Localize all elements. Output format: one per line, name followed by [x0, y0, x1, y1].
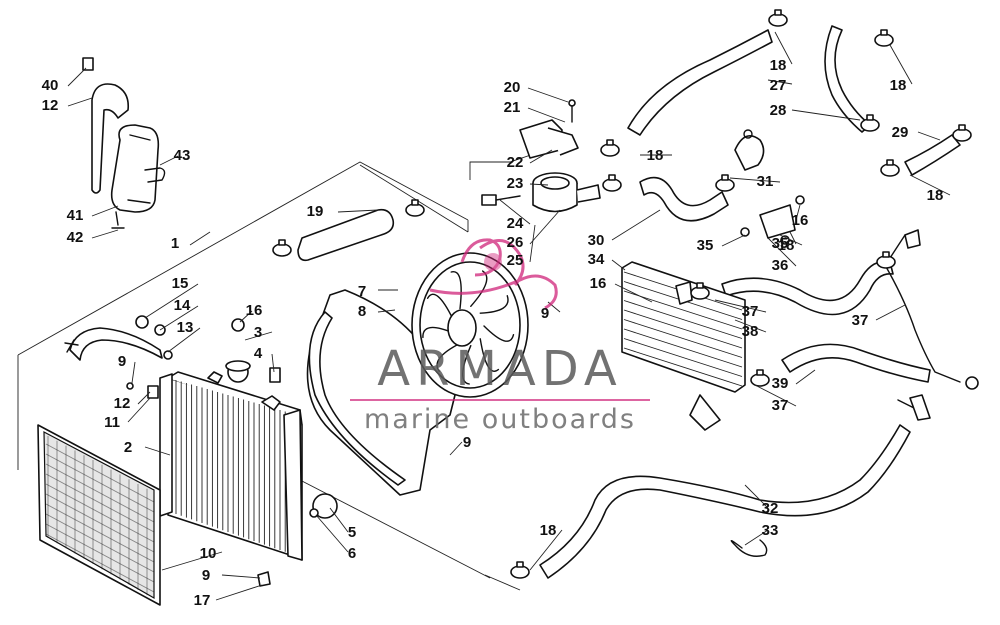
callout-1: 1	[171, 235, 179, 252]
callout-9: 9	[118, 353, 126, 370]
callout-33: 33	[762, 522, 779, 539]
callout-10: 10	[200, 545, 217, 562]
callout-24: 24	[507, 215, 524, 232]
fittings-right	[730, 129, 931, 557]
callout-6: 6	[348, 545, 356, 562]
arrow-left	[64, 339, 79, 353]
coolant-reservoir	[82, 57, 166, 229]
radiator-screen	[37, 424, 161, 606]
hose-left	[69, 327, 163, 361]
hoses	[297, 25, 979, 579]
callout-39: 39	[772, 375, 789, 392]
callout-38: 38	[742, 323, 759, 340]
callout-19: 19	[307, 203, 324, 220]
callout-26: 26	[507, 234, 524, 251]
callout-12: 12	[42, 97, 59, 114]
callout-9: 9	[463, 434, 471, 451]
callout-labels: 1234567899991011121213141516161617181818…	[42, 57, 944, 609]
callout-23: 23	[507, 175, 524, 192]
callout-18: 18	[770, 57, 787, 74]
watermark: ARMADA marine outboards	[350, 238, 650, 435]
callout-31: 31	[757, 173, 774, 190]
callout-42: 42	[67, 229, 84, 246]
armada-logo-mark	[429, 238, 558, 310]
assembly-outline	[17, 144, 561, 591]
callout-11: 11	[104, 414, 120, 431]
callout-8: 8	[358, 303, 366, 320]
oil-cooler	[621, 261, 746, 431]
callout-3: 3	[254, 324, 262, 341]
callout-12: 12	[114, 395, 131, 412]
callout-5: 5	[348, 524, 356, 541]
thermostat-housing	[481, 99, 601, 213]
callout-37: 37	[742, 303, 759, 320]
hose-clamps	[272, 9, 972, 579]
callout-18: 18	[890, 77, 907, 94]
radiator	[159, 360, 303, 561]
callout-35: 35	[697, 237, 714, 254]
callout-15: 15	[172, 275, 189, 292]
callout-9: 9	[541, 305, 549, 322]
callout-4: 4	[254, 345, 263, 362]
callout-16: 16	[590, 275, 607, 292]
callout-21: 21	[504, 99, 521, 116]
leader-lines	[67, 31, 951, 601]
callout-9: 9	[202, 567, 210, 584]
callout-18: 18	[778, 237, 795, 254]
callout-7: 7	[358, 283, 366, 300]
callout-34: 34	[588, 251, 605, 268]
callout-27: 27	[770, 77, 787, 94]
callout-17: 17	[194, 592, 211, 609]
callout-2: 2	[124, 439, 132, 456]
callout-18: 18	[647, 147, 664, 164]
callout-40: 40	[42, 77, 59, 94]
callout-28: 28	[770, 102, 787, 119]
callout-18: 18	[540, 522, 557, 539]
callout-14: 14	[174, 297, 191, 314]
callout-18: 18	[927, 187, 944, 204]
callout-37: 37	[772, 397, 789, 414]
callout-29: 29	[892, 124, 909, 141]
callout-25: 25	[507, 252, 524, 269]
callout-36: 36	[772, 257, 789, 274]
callout-32: 32	[762, 500, 779, 517]
callout-22: 22	[507, 154, 524, 171]
callout-16: 16	[246, 302, 263, 319]
callout-43: 43	[174, 147, 191, 164]
callout-16: 16	[792, 212, 809, 229]
callout-20: 20	[504, 79, 521, 96]
callout-30: 30	[588, 232, 605, 249]
callout-13: 13	[177, 319, 194, 336]
watermark-title: ARMADA	[377, 341, 622, 397]
callout-41: 41	[67, 207, 84, 224]
callout-35: 35	[772, 235, 789, 252]
watermark-subtitle: marine outboards	[364, 404, 636, 435]
callout-37: 37	[852, 312, 869, 329]
fasteners-left	[126, 315, 338, 587]
